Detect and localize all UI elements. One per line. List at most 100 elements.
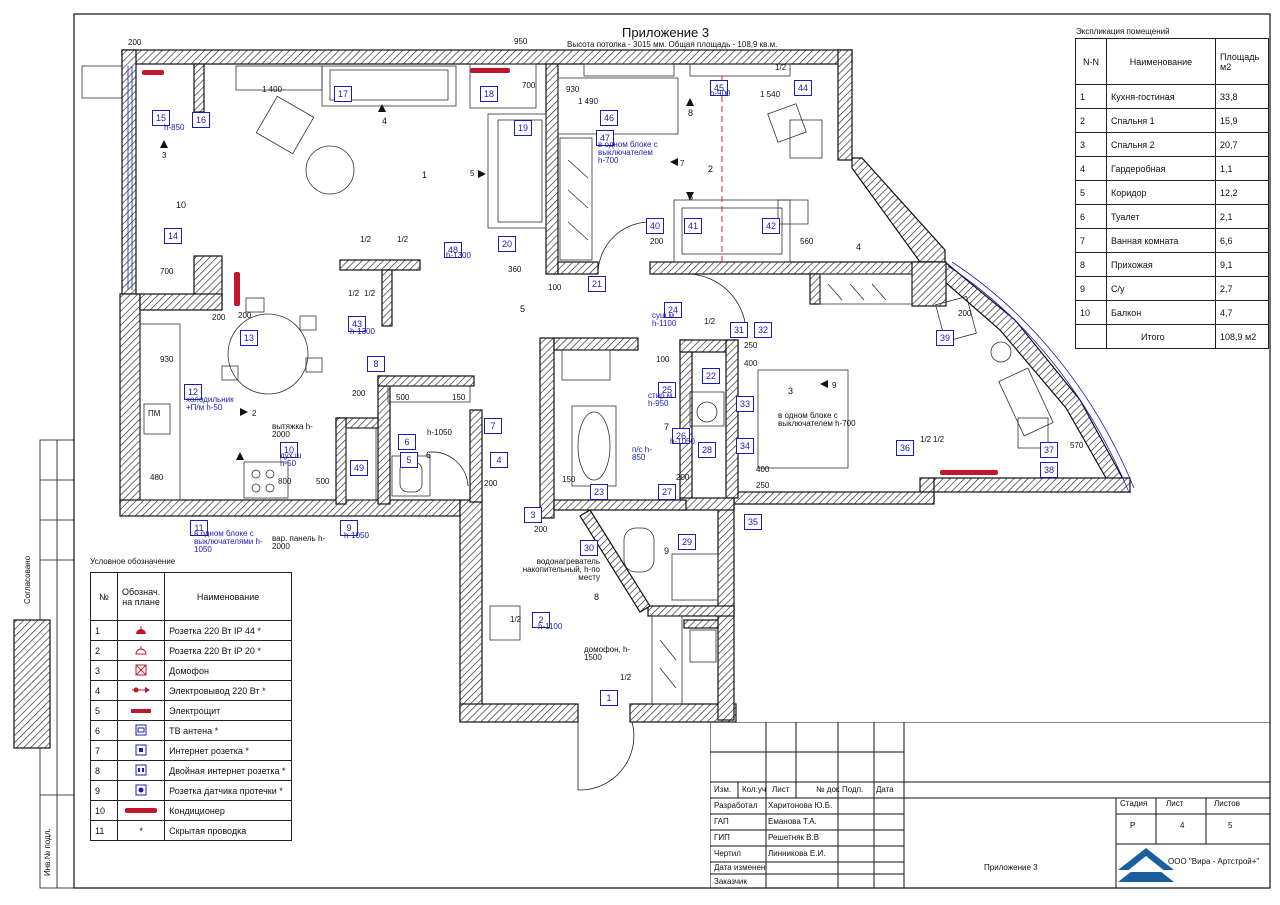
stamp-person: Харитонова Ю.Б.: [768, 801, 833, 810]
point-label-36: 36: [896, 440, 914, 456]
dimension: 200: [238, 311, 252, 320]
legend-cell-n: 2: [90, 640, 118, 661]
dimension: 560: [800, 237, 814, 246]
legend-cell-n: 7: [90, 740, 118, 761]
dimension: 1/2: [510, 615, 522, 624]
dimension: 1/2: [620, 673, 632, 682]
intercom-icon: [135, 664, 147, 678]
point-label-12: 12: [184, 384, 202, 400]
stamp-stage-label: Стадия: [1120, 799, 1148, 808]
explication-cell-n: 2: [1075, 108, 1107, 133]
balcony-outline: [81, 65, 125, 99]
legend-col-n: №: [90, 572, 118, 621]
note-intercom: домофон, h-1500: [584, 645, 631, 662]
explication-cell-name: С/у: [1106, 276, 1216, 301]
sheet-title: Приложение 3: [622, 25, 710, 40]
dimension: 800: [278, 477, 292, 486]
point-label-18: 18: [480, 86, 498, 102]
legend-cell-name: Кондиционер: [164, 800, 292, 821]
point-note-24: суш.м h-1100: [652, 311, 677, 328]
point-label-46: 46: [600, 110, 618, 126]
hidden-wiring-icon: *: [139, 825, 143, 836]
point-label-8: 8: [367, 356, 385, 372]
sheet-subtitle: Высота потолка - 3015 мм. Общая площадь …: [567, 40, 778, 49]
left-stripe: [13, 619, 51, 749]
dimension: 1/2: [920, 435, 932, 444]
dimension: 500: [396, 393, 410, 402]
svg-text:7: 7: [680, 159, 685, 168]
explication-cell-area: 20,7: [1215, 132, 1269, 157]
dimension: 200: [650, 237, 664, 246]
title-block: [710, 722, 1270, 889]
explication-cell-area: 12,2: [1215, 180, 1269, 205]
curved-window: [947, 265, 1129, 491]
dimension: 480: [150, 473, 164, 482]
legend-cell-name: Интернет розетка *: [164, 740, 292, 761]
explication-cell-name: Кухня-гостиная: [1106, 84, 1216, 109]
room-label: 3: [788, 386, 793, 396]
svg-text:3: 3: [162, 151, 167, 160]
explication-cell-n: 3: [1075, 132, 1107, 157]
point-label-16: 16: [192, 112, 210, 128]
point-label-39: 39: [936, 330, 954, 346]
dimension: 930: [566, 85, 580, 94]
stamp-person: Линникова Е.И.: [768, 849, 826, 858]
stamp-stage: Р: [1130, 821, 1136, 830]
point-label-35: 35: [744, 514, 762, 530]
explication-cell-area: 2,1: [1215, 204, 1269, 229]
legend-cell-symbol: [116, 640, 166, 661]
note-heater: водонагреватель накопительный, h-по мест…: [522, 557, 600, 582]
room-label: 6: [426, 450, 431, 460]
explication-cell-n: 5: [1075, 180, 1107, 205]
stamp-person: Еманова Т.А.: [768, 817, 817, 826]
dimension: 200: [484, 479, 498, 488]
legend-col-name: Наименование: [164, 572, 292, 621]
legend-row: 7 Интернет розетка *: [90, 740, 292, 761]
legend-cell-symbol: [116, 660, 166, 681]
room-label: 4: [856, 242, 861, 252]
point-label-4: 4: [490, 452, 508, 468]
stamp-header-cell: Подп.: [842, 785, 864, 794]
room-label: 2: [708, 164, 713, 174]
point-label-11: 11: [190, 520, 208, 536]
explication-col-name: Наименование: [1106, 38, 1216, 85]
point-label-29: 29: [678, 534, 696, 550]
point-label-26: 26: [672, 428, 690, 444]
balcony-glazing: [127, 66, 133, 290]
note-var-panel: вар. панель h-2000: [272, 534, 326, 551]
legend-cell-symbol: [116, 780, 166, 801]
dimension: 1/2: [364, 289, 376, 298]
point-label-49: 49: [350, 460, 368, 476]
side-agreed: Согласовано: [23, 555, 32, 604]
switchboard-icon: [130, 706, 152, 716]
point-note-12: холодильник +П/м h-50: [186, 395, 234, 412]
explication-col-nn: N-N: [1075, 38, 1107, 85]
dimension: 250: [756, 481, 770, 490]
legend-cell-symbol: *: [116, 820, 166, 841]
stamp-header-cell: Лист: [772, 785, 790, 794]
point-note-9: h-1050: [344, 531, 369, 540]
explication-total-label: Итого: [1106, 324, 1216, 349]
dimension: 1/2: [933, 435, 945, 444]
explication-col-area: Площадь м2: [1215, 38, 1269, 85]
point-note-11: в одном блоке с выключателями h-1050: [194, 529, 263, 554]
explication-cell-area: 2,7: [1215, 276, 1269, 301]
legend-cell-name: Электрощит: [164, 700, 292, 721]
legend-cell-name: Розетка 220 Вт IP 44 *: [164, 620, 292, 641]
explication-cell-name: Балкон: [1106, 300, 1216, 325]
point-note-45: h-900: [710, 89, 731, 98]
dimension: 200: [534, 525, 548, 534]
note-block-switch: в одном блоке с выключателем h-700: [778, 411, 856, 428]
point-note-2: h-1100: [538, 622, 563, 631]
point-label-45: 45: [710, 80, 728, 96]
internet-socket-icon: [135, 744, 147, 758]
dimension: 100: [548, 283, 562, 292]
stamp-role: ГИП: [714, 833, 730, 842]
